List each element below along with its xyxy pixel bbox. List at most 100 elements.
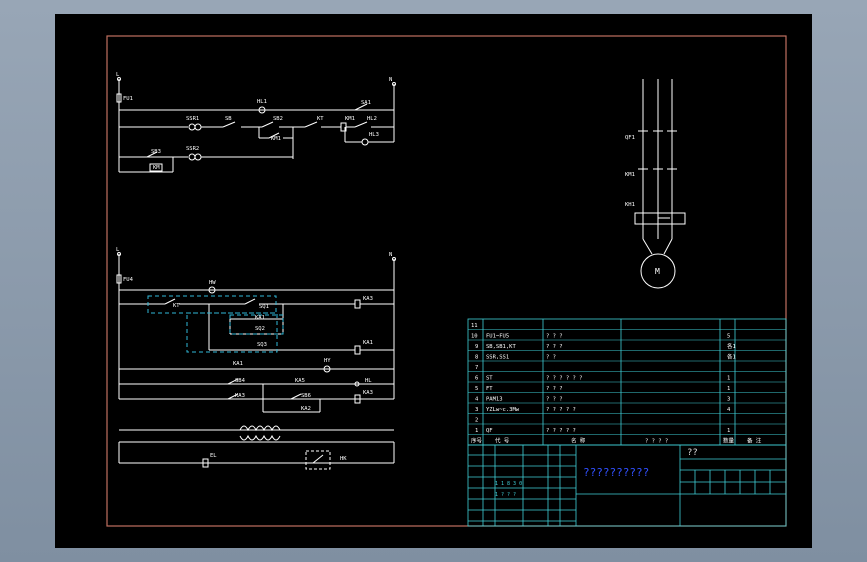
bom-cell-name: ? ? ? [546, 397, 563, 403]
bom-cell-code: ST [486, 376, 493, 382]
ctrl2-label-ka3b: KA3 [235, 393, 245, 399]
motor-label-km: KM1 [625, 172, 635, 178]
bom-cell-qty: 1 [727, 386, 730, 392]
ctrl1-label-km1a: KM1 [345, 116, 355, 122]
bom-cell-name: ? ? [546, 355, 556, 361]
ctrl2-label-n: N [389, 252, 392, 258]
ctrl2-label-sb6: SB6 [301, 393, 311, 399]
bom-cell-no: 8 [475, 355, 478, 361]
ctrl2-label-l: L [116, 247, 120, 253]
bom-cell-name: ? ? ? ? ? [546, 428, 576, 434]
bom-cell-no: 4 [475, 397, 479, 403]
bom-header-code: 代 号 [495, 437, 510, 445]
ctrl1-label-ssr2: SSR2 [186, 146, 199, 152]
bom-cell-no: 2 [475, 418, 478, 424]
bom-cell-qty: 1 [727, 428, 730, 434]
bom-cell-code: YZLw~c.3Mw [486, 407, 520, 413]
ctrl2-label-ka1c: KA1 [233, 361, 243, 367]
ctrl2-label-sb4: SB4 [235, 378, 246, 384]
ctrl2-label-kt: KT [173, 303, 180, 309]
ctrl2-label-hw: HW [209, 280, 216, 286]
ctrl2-label-hl: HL [365, 378, 372, 384]
bom-cell-no: 5 [475, 386, 478, 392]
ctrl1-label-sb2: SB2 [273, 116, 283, 122]
bom-cell-code: SB,SB1,KT [486, 344, 516, 350]
ctrl1-label-hl1: HL1 [257, 99, 267, 105]
bom-cell-qty: 4 [727, 407, 731, 413]
ctrl2-label-sq2: SQ2 [255, 326, 265, 332]
motor-labels: QF1 KM1 KH1 M [625, 135, 660, 276]
bom-cell-name: ? ? ? [546, 334, 563, 340]
ctrl2-label-ka5: KA5 [295, 378, 305, 384]
bom-cell-qty: 各1 [727, 353, 736, 361]
bom-cell-no: 9 [475, 344, 478, 350]
ctrl1-label-kt: KT [317, 116, 324, 122]
bom-header-spec: ? ? ? ? [645, 439, 668, 445]
bom-cell-no: 3 [475, 407, 478, 413]
bom-cell-qty: 5 [727, 334, 730, 340]
motor-label-m: M [655, 267, 660, 276]
bom-cell-code: FU1~FU5 [486, 334, 509, 340]
bom-cell-qty: 3 [727, 397, 730, 403]
ctrl2-label-hy: HY [324, 358, 331, 364]
ctrl1-label-n: N [389, 77, 392, 83]
ctrl1-label-sa1: SA1 [361, 100, 371, 106]
bom-cell-no: 6 [475, 376, 478, 382]
title-row-label-a: 1 1 8 3 0 [495, 481, 522, 487]
control-circuit-1-labels: L N FU1 HL1 SA1 SSR1 SB SB2 KT KM1 HL2 H… [116, 72, 392, 171]
ctrl2-label-ka2b: KA2 [301, 406, 311, 412]
bom-cell-code: FT [486, 386, 493, 392]
bom-cell-qty: 各1 [727, 342, 736, 350]
bom-cell-name: ? ? ? ? ? [546, 407, 576, 413]
title-block-labels: 1 1 8 3 0 1 ? ? ? [495, 481, 522, 498]
ctrl1-label-km: KM [153, 165, 160, 171]
bom-header-name: 名 称 [571, 437, 586, 445]
bom-header-remark: 备 注 [747, 437, 762, 445]
bom-cell-name: ? ? ? ? ? ? [546, 376, 582, 382]
ctrl1-label-ssr1: SSR1 [186, 116, 199, 122]
ctrl2-label-el: EL [210, 453, 217, 459]
motor-main-circuit [634, 79, 686, 289]
ctrl1-label-sb: SB [225, 116, 232, 122]
ctrl1-label-sb3: SB3 [151, 149, 161, 155]
title-top-right: ?? [687, 448, 698, 458]
control-circuit-1 [116, 77, 396, 173]
ctrl2-label-ka1b: KA1 [363, 340, 373, 346]
ctrl2-label-ka3c: KA3 [363, 390, 373, 396]
ctrl1-label-fu: FU1 [123, 96, 133, 102]
title-row-label-b: 1 ? ? ? [495, 492, 516, 498]
ctrl2-label-sq1: SQ1 [259, 304, 269, 310]
ctrl1-label-hl2: HL2 [367, 116, 377, 122]
bom-cell-no: 11 [471, 323, 478, 329]
ctrl2-label-ka3: KA3 [363, 296, 373, 302]
bom-header-no: 序号 [471, 437, 483, 445]
bom-cell-qty: 1 [727, 376, 730, 382]
title-block [467, 444, 787, 527]
control-circuit-2 [116, 252, 396, 470]
bom-cell-code: SSR,SS1 [486, 355, 509, 361]
ctrl1-label-km1b: KM1 [271, 136, 281, 142]
drawing-title: ?????????? [583, 466, 649, 479]
ctrl2-label-fu: FU4 [123, 277, 134, 283]
ctrl2-label-hk: HK [340, 456, 347, 462]
ctrl1-label-hl3: HL3 [369, 132, 379, 138]
control-circuit-2-labels: L N FU4 HW KT SQ1 KA3 KA1 SQ2 SQ3 KA1 HY… [116, 247, 392, 462]
ctrl2-label-sq3: SQ3 [257, 342, 267, 348]
ctrl1-label-l: L [116, 72, 120, 78]
bom-header-qty: 数量 [723, 437, 735, 445]
drawing-sheet: L N FU1 HL1 SA1 SSR1 SB SB2 KT KM1 HL2 H… [55, 14, 812, 548]
bom-cell-no: 10 [471, 334, 478, 340]
motor-label-qf: QF1 [625, 135, 635, 141]
bom-cell-name: ? ? ? [546, 344, 563, 350]
drawing-frame [106, 35, 787, 527]
bom-cell-no: 1 [475, 428, 478, 434]
bom-cell-code: QF [486, 428, 493, 434]
motor-label-kh: KH1 [625, 202, 635, 208]
schematic-drawing: L N FU1 HL1 SA1 SSR1 SB SB2 KT KM1 HL2 H… [106, 35, 787, 527]
bom-cell-code: PAM13 [486, 397, 503, 403]
ctrl2-label-ka1: KA1 [255, 315, 265, 321]
bom-cell-no: 7 [475, 365, 478, 371]
dashed-linkages [147, 295, 284, 353]
